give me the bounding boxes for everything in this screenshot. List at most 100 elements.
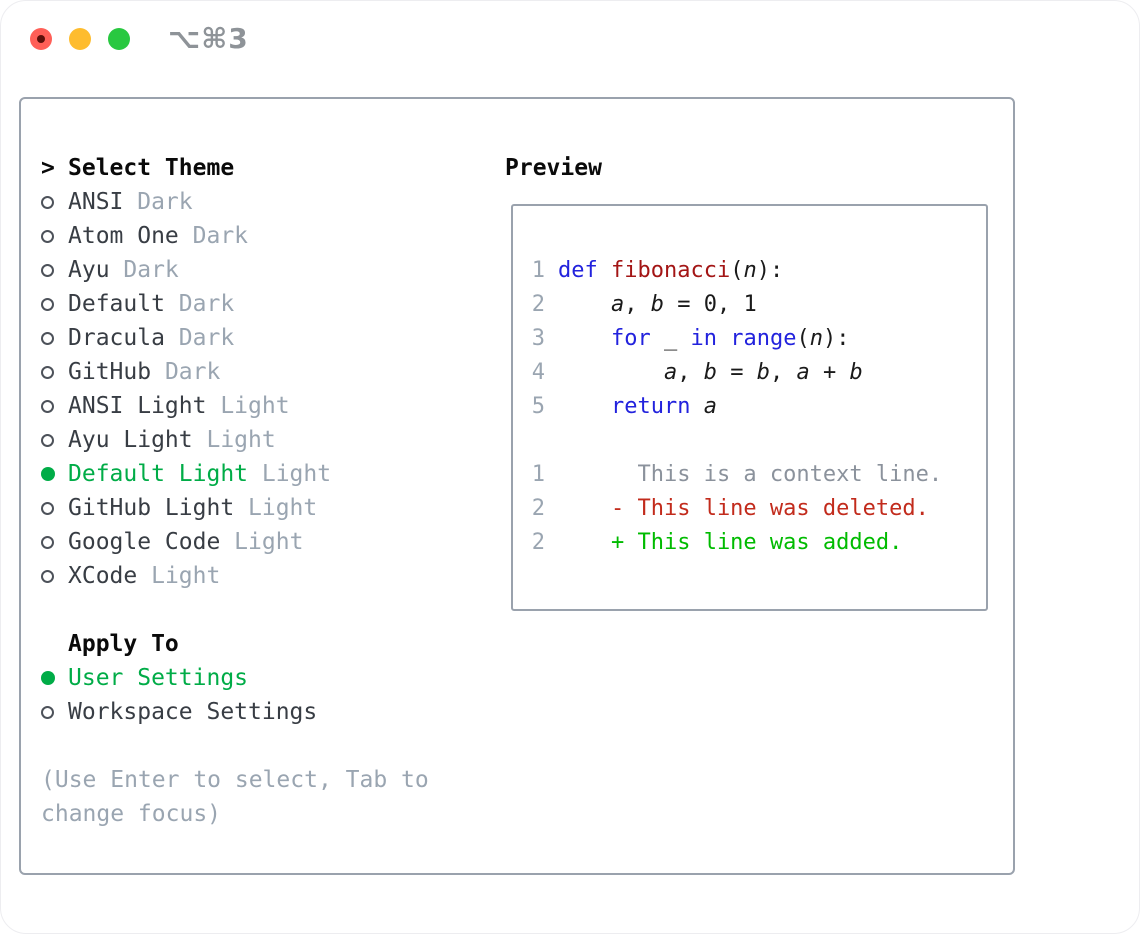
radio-icon [41, 399, 54, 413]
code-segment [558, 360, 664, 385]
radio-slot [41, 467, 68, 481]
zoom-button[interactable] [108, 28, 130, 50]
theme-option[interactable]: Default Light Light [41, 457, 473, 491]
radio-icon [41, 297, 54, 311]
code-segment: n [743, 258, 757, 283]
code-segment: , [624, 292, 651, 317]
code-segment: in [690, 326, 717, 351]
radio-slot [41, 297, 68, 311]
theme-option[interactable]: ANSI Light Light [41, 389, 473, 423]
radio-slot [41, 433, 68, 447]
radio-icon [41, 535, 54, 549]
code-segment [717, 326, 730, 351]
theme-option-label: GitHub Dark [68, 359, 221, 385]
radio-slot [41, 195, 68, 209]
code-segment: return [610, 394, 691, 419]
radio-slot [41, 569, 68, 583]
theme-option[interactable]: Atom One Dark [41, 219, 473, 253]
traffic-lights [30, 28, 130, 50]
line-number: 1 [531, 258, 545, 283]
theme-option-label: GitHub Light Light [68, 495, 318, 521]
apply-to-option-label: Workspace Settings [68, 699, 318, 725]
radio-slot [41, 535, 68, 549]
code-segment: = [716, 360, 757, 385]
theme-option[interactable]: Ayu Dark [41, 253, 473, 287]
code-line: 2 - This line was deleted. [531, 492, 986, 526]
theme-option-label: Ayu Dark [68, 257, 179, 283]
theme-option-label: Default Dark [68, 291, 235, 317]
radio-slot [41, 331, 68, 345]
radio-icon [41, 705, 54, 719]
code-segment: b [650, 292, 664, 317]
code-segment [690, 394, 703, 419]
close-button[interactable] [30, 28, 52, 50]
theme-option[interactable]: Google Code Light [41, 525, 473, 559]
radio-slot [41, 399, 68, 413]
code-segment: ( [796, 326, 810, 351]
apply-to-list: User Settings Workspace Settings [41, 661, 473, 729]
radio-icon [41, 501, 54, 515]
radio-slot [41, 229, 68, 243]
minimize-button[interactable] [69, 28, 91, 50]
theme-option-label: Default Light Light [68, 461, 332, 487]
theme-option[interactable]: GitHub Dark [41, 355, 473, 389]
window-title: ⌥⌘3 [168, 22, 249, 55]
theme-settings-panel: > Select Theme ANSI Dark Atom One Dark A… [19, 97, 1015, 875]
code-segment: , [677, 360, 704, 385]
code-segment: for [610, 326, 651, 351]
code-line: 2 + This line was added. [531, 526, 986, 560]
radio-slot [41, 501, 68, 515]
apply-to-title: Apply To [68, 631, 179, 657]
theme-option-label: ANSI Dark [68, 189, 193, 215]
radio-selected-icon [41, 671, 55, 685]
code-line: 2 a, b = 0, 1 [531, 288, 986, 322]
code-segment: a [796, 360, 810, 385]
theme-list-header: > Select Theme [41, 151, 473, 185]
code-segment: , [769, 360, 797, 385]
theme-list: ANSI Dark Atom One Dark Ayu Dark Default… [41, 185, 473, 593]
code-line: 1 This is a context line. [531, 458, 986, 492]
apply-to-option[interactable]: Workspace Settings [41, 695, 473, 729]
code-segment [558, 394, 611, 419]
code-segment: b [756, 360, 770, 385]
radio-icon [41, 263, 54, 277]
radio-icon [41, 229, 54, 243]
code-segment [558, 326, 611, 351]
preview-title: Preview [505, 155, 602, 181]
code-segment: n [809, 326, 823, 351]
code-segment: def [558, 258, 598, 283]
theme-option-label: ANSI Light Light [68, 393, 290, 419]
code-segment: = 0, 1 [663, 292, 757, 317]
code-segment: ( [730, 258, 744, 283]
apply-to-option[interactable]: User Settings [41, 661, 473, 695]
line-number: 2 [531, 292, 545, 317]
theme-option[interactable]: Dracula Dark [41, 321, 473, 355]
spacer [41, 593, 473, 627]
code-line: 4 a, b = b, a + b [531, 356, 986, 390]
theme-option[interactable]: GitHub Light Light [41, 491, 473, 525]
theme-option[interactable]: XCode Light [41, 559, 473, 593]
line-number: 4 [531, 360, 545, 385]
code-line: 5 return a [531, 390, 986, 424]
theme-option[interactable]: Ayu Light Light [41, 423, 473, 457]
radio-slot [41, 365, 68, 379]
code-segment: - This line was deleted. [558, 496, 929, 521]
code-segment: _ [650, 326, 691, 351]
code-segment [598, 258, 611, 283]
radio-slot [41, 705, 68, 719]
radio-icon [41, 195, 54, 209]
code-segment: + This line was added. [558, 530, 903, 555]
select-theme-title: Select Theme [68, 155, 235, 181]
theme-option[interactable]: Default Dark [41, 287, 473, 321]
radio-selected-icon [41, 467, 55, 481]
code-segment: a [703, 394, 717, 419]
theme-option-label: Dracula Dark [68, 325, 235, 351]
line-number: 3 [531, 326, 545, 351]
code-segment: range [730, 326, 797, 351]
code-line [531, 424, 986, 458]
theme-option[interactable]: ANSI Dark [41, 185, 473, 219]
